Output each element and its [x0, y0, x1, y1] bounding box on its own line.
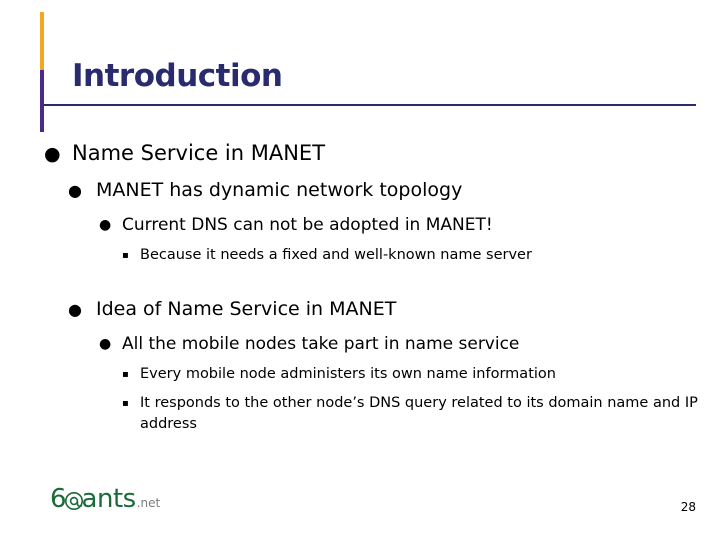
bullet-text: MANET has dynamic network topology	[96, 179, 463, 201]
bullet-text: It responds to the other node’s DNS quer…	[140, 395, 698, 432]
ants-logo: 6 ants .net	[50, 484, 160, 518]
bullet-item: ● Name Service in MANET	[0, 138, 720, 168]
title-divider	[44, 104, 696, 106]
bullet-text: Name Service in MANET	[72, 141, 326, 165]
bullet-item: ▪ Every mobile node administers its own …	[0, 364, 720, 385]
bullet-item: ▪ It responds to the other node’s DNS qu…	[0, 393, 720, 435]
bullet-item: ● Current DNS can not be adopted in MANE…	[0, 213, 720, 237]
bullet-text: Idea of Name Service in MANET	[96, 298, 397, 320]
bullet-item: ● All the mobile nodes take part in name…	[0, 332, 720, 356]
decor-bar-purple	[40, 70, 44, 132]
bullet-marker-icon: ▪	[122, 398, 129, 409]
bullet-item: ▪ Because it needs a fixed and well-know…	[0, 245, 720, 266]
bullet-text: Current DNS can not be adopted in MANET!	[122, 215, 493, 235]
bullet-text: Because it needs a fixed and well-known …	[140, 247, 532, 263]
bullet-text: All the mobile nodes take part in name s…	[122, 334, 520, 354]
bullet-marker-icon: ▪	[122, 369, 129, 380]
bullet-item: ● MANET has dynamic network topology	[0, 177, 720, 204]
bullet-marker-icon: ●	[68, 300, 82, 319]
bullet-item: ● Idea of Name Service in MANET	[0, 296, 720, 323]
logo-text-6: 6	[50, 484, 67, 514]
bullet-text: Every mobile node administers its own na…	[140, 366, 556, 382]
bullet-marker-icon: ●	[44, 143, 61, 165]
slide-title: Introduction	[72, 58, 283, 94]
page-number: 28	[680, 500, 696, 514]
bullet-marker-icon: ●	[99, 217, 112, 233]
bullet-marker-icon: ▪	[122, 250, 129, 261]
bullet-marker-icon: ●	[99, 336, 112, 352]
decor-bar-orange	[40, 12, 44, 70]
at-sign-icon	[64, 491, 84, 511]
bullet-marker-icon: ●	[68, 181, 82, 200]
logo-text-net: .net	[136, 496, 161, 510]
slide-body: ● Name Service in MANET ● MANET has dyna…	[0, 132, 720, 435]
logo-text-ants: ants	[81, 484, 137, 514]
